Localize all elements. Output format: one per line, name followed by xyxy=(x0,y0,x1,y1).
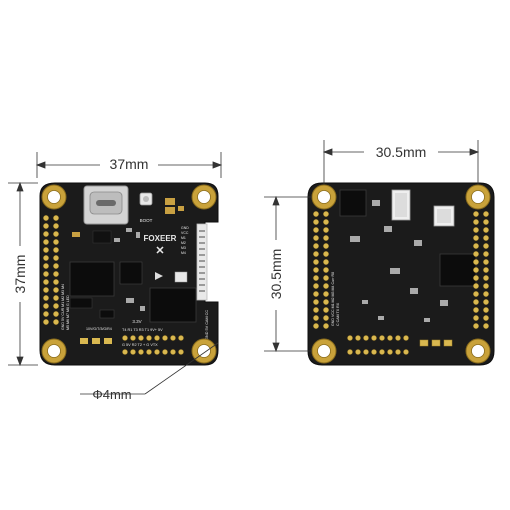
bottom-pads-silk-2: G 5V R2 T2 + G VTX xyxy=(122,343,158,347)
back-components xyxy=(339,189,477,322)
bottom-edge-silk: 10V/G/T/3/G/R4 xyxy=(86,327,112,331)
front-width-label: 37mm xyxy=(110,156,149,172)
volt-label: 3.3V xyxy=(132,319,141,324)
back-width-label: 30.5mm xyxy=(376,144,427,160)
front-height-label: 37mm xyxy=(12,255,28,294)
side-row-silk: GND 5V CAM CC xyxy=(205,310,209,340)
back-left-silk: GND VCC M1 M2 M3 M4 Curr R8 xyxy=(331,272,335,326)
svg-text:M3: M3 xyxy=(181,246,186,250)
front-bottom-left-pads xyxy=(80,338,112,344)
left-edge-silk: GND 5V CUR M1 M2 M3 M4 xyxy=(61,284,65,330)
back-mount-holes xyxy=(311,184,491,364)
front-bottom-pads xyxy=(122,335,184,355)
left-edge-silk-2: M5 M6 M7 M8 G LED xyxy=(66,295,70,330)
brand-label: FOXEER xyxy=(144,234,177,243)
back-bottom-pads xyxy=(347,335,453,355)
svg-text:VCC: VCC xyxy=(181,231,189,235)
boot-label: BOOT xyxy=(140,218,153,223)
front-components xyxy=(69,228,197,323)
svg-text:M2: M2 xyxy=(181,241,186,245)
back-left-silk-2: C CAM TX RX xyxy=(336,302,340,326)
hole-diameter-label: Φ4mm xyxy=(92,387,131,402)
svg-text:M1: M1 xyxy=(181,236,186,240)
svg-text:M4: M4 xyxy=(181,251,186,255)
svg-text:GND: GND xyxy=(181,226,189,230)
back-left-pads xyxy=(313,211,329,329)
top-pads xyxy=(165,198,184,214)
back-pcb xyxy=(307,182,495,366)
brand-logo: ✕ xyxy=(155,245,164,257)
bottom-pads-silk: T4 R1 T3 R3 T1 9V+ 5V xyxy=(122,328,163,332)
back-board: GND VCC M1 M2 M3 M4 Curr R8 C CAM TX RX xyxy=(307,182,495,366)
back-right-pads xyxy=(473,211,489,329)
back-height-label: 30.5mm xyxy=(268,249,284,300)
front-left-pads xyxy=(43,215,59,325)
front-board: BOOT FOXEER ✕ GND VCC M1 M2 M3 M4 xyxy=(39,182,219,366)
top-right-silk: GND VCC M1 M2 M3 M4 xyxy=(181,226,189,255)
